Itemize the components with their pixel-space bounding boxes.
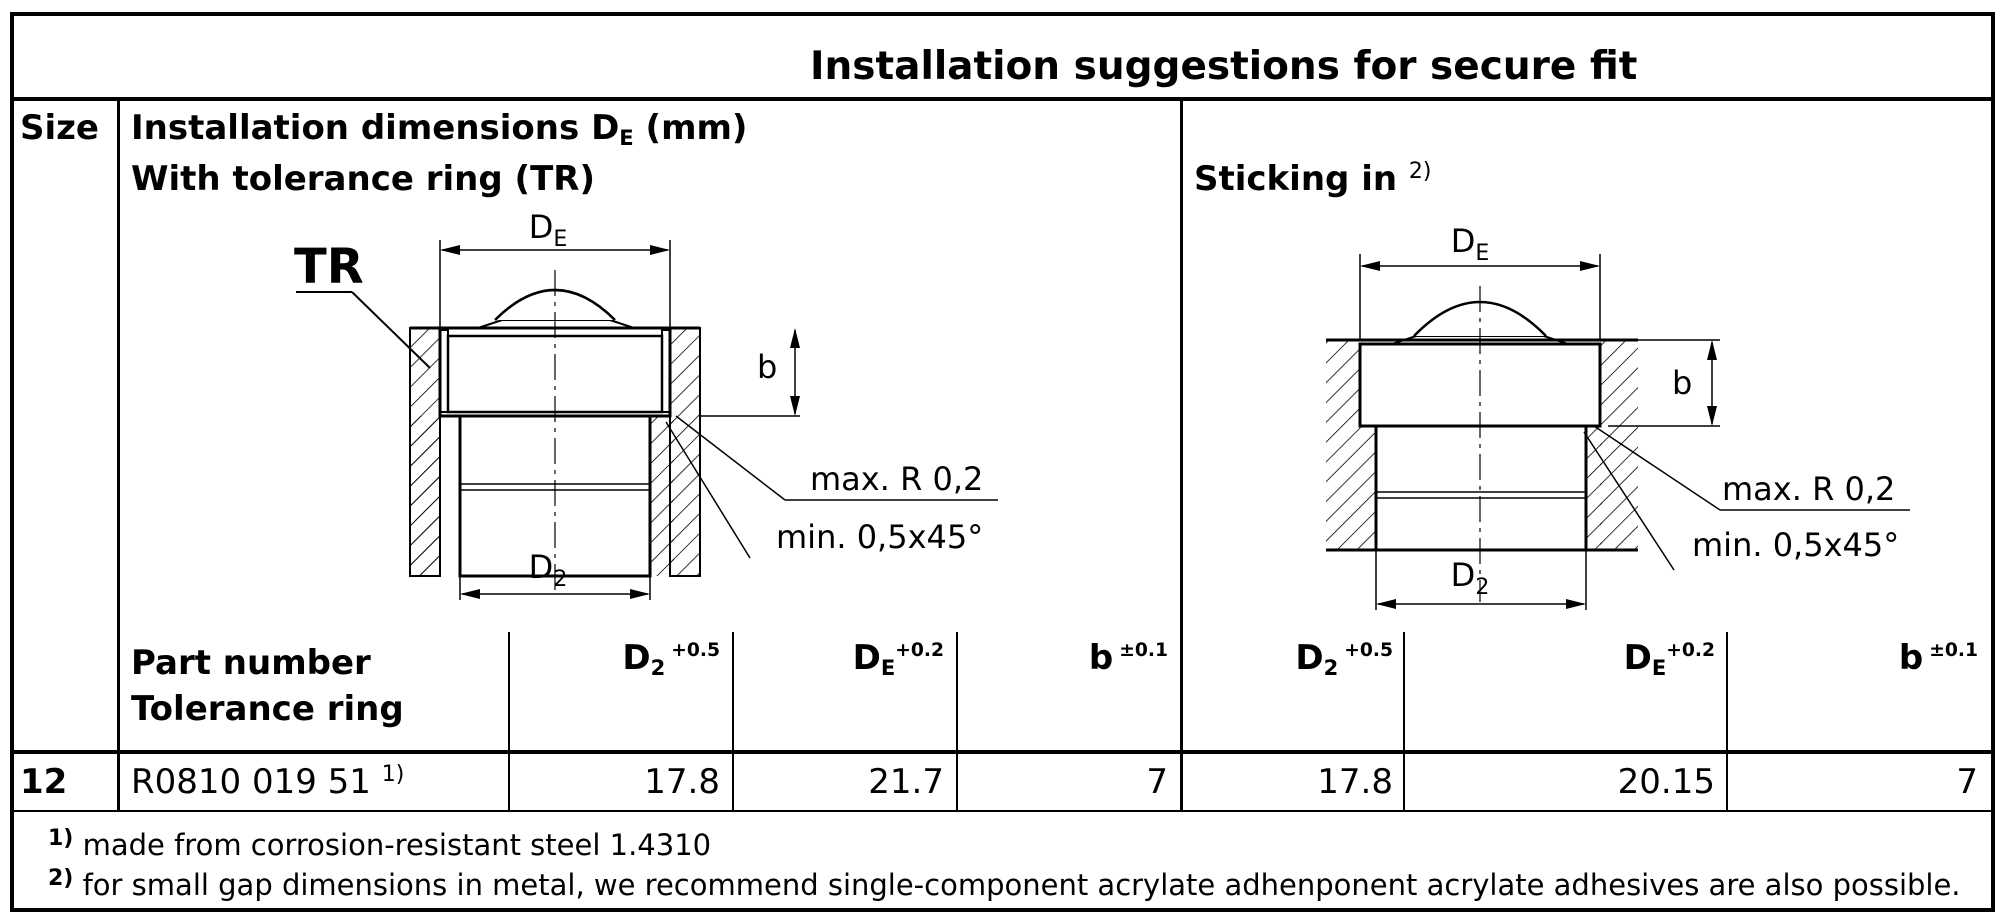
col-divider-2 <box>732 632 734 812</box>
tr-d2-tol: +0.5 <box>671 639 720 661</box>
d2-arrow-left <box>1376 599 1396 609</box>
title-divider <box>10 97 1995 101</box>
footnote-1-mark: 1) <box>48 826 74 851</box>
radius-leader <box>1593 425 1721 511</box>
part-number-header-line2: Tolerance ring <box>131 689 404 729</box>
de-label: DE <box>529 208 568 252</box>
row-st-d2: 17.8 <box>1317 762 1393 802</box>
part-number-header-line1: Part number <box>131 643 371 683</box>
radius-note: max. R 0,2 <box>810 460 983 498</box>
install-dim-suffix: (mm) <box>633 108 748 148</box>
st-b-tol: ±0.1 <box>1929 639 1978 661</box>
tr-b-symbol: b <box>1088 638 1114 678</box>
chamfer-note: min. 0,5x45° <box>776 518 983 556</box>
table-frame <box>10 12 1995 912</box>
tr-d2-header: D2+0.5 <box>520 638 720 680</box>
radius-note: max. R 0,2 <box>1722 470 1895 508</box>
footnote-2: 2) for small gap dimensions in metal, we… <box>48 866 1961 902</box>
row-st-b: 7 <box>1956 762 1978 802</box>
st-de-header: DE+0.2 <box>1415 638 1715 680</box>
size-header: Size <box>20 108 99 148</box>
d2-label: D2 <box>1451 556 1490 600</box>
footnote-1-text: made from corrosion-resistant steel 1.43… <box>82 828 712 862</box>
row-bottom-rule <box>10 810 1995 812</box>
part-number-value: R0810 019 51 <box>131 762 371 802</box>
chamfer-leader <box>665 421 751 559</box>
st-de-tol: +0.2 <box>1666 639 1715 661</box>
tolerance-ring-drawing: TR DE D2 b max. R 0,2 min. 0,5x45° <box>294 208 998 600</box>
sticking-in-header: Sticking in 2) <box>1194 159 1432 199</box>
row-tr-b: 7 <box>1146 762 1168 802</box>
footnote-2-text: for small gap dimensions in metal, we re… <box>82 868 1961 902</box>
de-arrow-right <box>650 245 670 255</box>
header-bottom-rule <box>10 750 1995 754</box>
b-label: b <box>1672 364 1692 402</box>
st-d2-symbol: D <box>1295 638 1324 678</box>
d2-label: D2 <box>529 548 568 592</box>
st-d2-sub: 2 <box>1323 654 1339 680</box>
housing-left-wall <box>1326 340 1360 550</box>
tr-label: TR <box>294 239 364 295</box>
b-arrow-top <box>1707 340 1717 360</box>
row-tr-de: 21.7 <box>868 762 944 802</box>
housing-right-wall <box>1600 340 1638 550</box>
col-divider-3 <box>956 632 958 812</box>
row-st-de: 20.15 <box>1617 762 1715 802</box>
de-arrow-right <box>1580 261 1600 271</box>
b-arrow-bottom <box>790 396 800 416</box>
st-de-symbol: D <box>1623 638 1652 678</box>
row-tr-d2: 17.8 <box>644 762 720 802</box>
part-number-note: 1) <box>381 762 405 787</box>
sticking-in-label: Sticking in <box>1194 159 1398 199</box>
b-arrow-bottom <box>1707 406 1717 426</box>
st-b-header: b±0.1 <box>1738 638 1978 678</box>
lower-bore <box>1374 424 1588 552</box>
installation-dimensions-header: Installation dimensions DE (mm) <box>131 108 748 150</box>
de-arrow-left <box>440 245 460 255</box>
row-part-number: R0810 019 51 1) <box>131 762 404 802</box>
footnote-1: 1) made from corrosion-resistant steel 1… <box>48 826 712 862</box>
b-label: b <box>757 348 777 386</box>
st-d2-tol: +0.5 <box>1344 639 1393 661</box>
chamfer-note: min. 0,5x45° <box>1692 526 1899 564</box>
tr-de-header: DE+0.2 <box>744 638 944 680</box>
tolerance-ring-header: With tolerance ring (TR) <box>131 159 595 199</box>
install-dim-sub: E <box>619 124 634 150</box>
tr-b-tol: ±0.1 <box>1119 639 1168 661</box>
tr-b-header: b±0.1 <box>968 638 1168 678</box>
install-dim-prefix: Installation dimensions D <box>131 108 620 148</box>
col-divider-1 <box>508 632 510 812</box>
chamfer-leader <box>1583 431 1675 571</box>
col-divider-4 <box>1403 632 1405 812</box>
table-title: Installation suggestions for secure fit <box>810 44 1638 89</box>
row-size: 12 <box>20 762 68 802</box>
b-arrow-top <box>790 328 800 348</box>
tr-d2-symbol: D <box>622 638 651 678</box>
housing-right-lower <box>650 416 674 576</box>
d2-arrow-right <box>630 589 650 599</box>
col-divider-5 <box>1726 632 1728 812</box>
st-d2-header: D2+0.5 <box>1193 638 1393 680</box>
tr-de-tol: +0.2 <box>895 639 944 661</box>
st-b-symbol: b <box>1898 638 1924 678</box>
de-arrow-left <box>1360 261 1380 271</box>
tr-de-symbol: D <box>852 638 881 678</box>
sticking-in-note: 2) <box>1408 159 1432 184</box>
d2-arrow-left <box>460 589 480 599</box>
size-column-divider <box>117 99 120 812</box>
d2-arrow-right <box>1566 599 1586 609</box>
tr-d2-sub: 2 <box>650 654 666 680</box>
tr-de-sub: E <box>880 654 896 680</box>
section-divider <box>1180 99 1183 812</box>
sticking-in-drawing: DE D2 b max. R 0,2 min. 0,5x45° <box>1326 222 1910 610</box>
housing-left-lower <box>410 416 440 576</box>
radius-leader <box>675 415 786 501</box>
de-label: DE <box>1451 222 1490 266</box>
footnote-2-mark: 2) <box>48 866 74 891</box>
st-de-sub: E <box>1651 654 1667 680</box>
